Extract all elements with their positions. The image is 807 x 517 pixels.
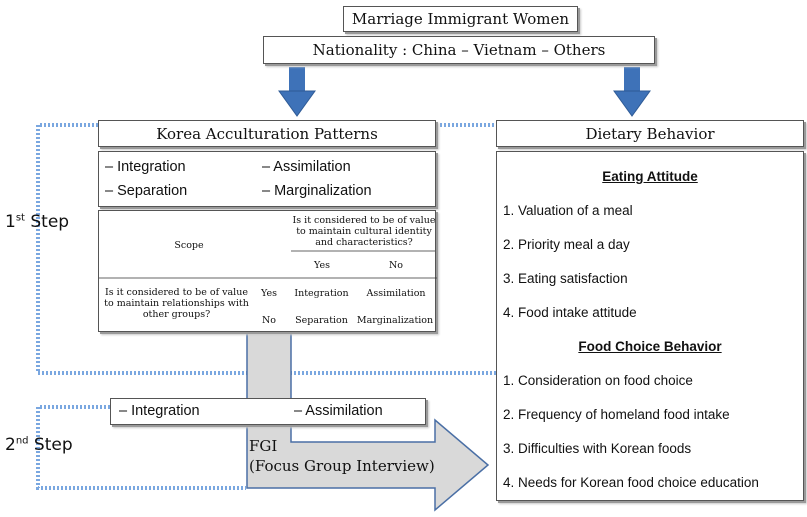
cell-marginalization: Marginalization xyxy=(356,315,434,326)
first-step-number: 1 xyxy=(5,212,16,232)
fgi-arrow xyxy=(246,332,490,512)
question-cultural-identity: Is it considered to be of value to maint… xyxy=(292,215,436,248)
eating-item-1: 1. Valuation of a meal xyxy=(503,203,633,218)
dietary-title-box: Dietary Behavior xyxy=(496,120,804,147)
cell-assimilation: Assimilation xyxy=(366,288,426,299)
second-step-bracket xyxy=(36,405,246,490)
title-text: Marriage Immigrant Women xyxy=(351,10,570,28)
food-item-4: 4. Needs for Korean food choice educatio… xyxy=(503,475,759,490)
cell-separation: Separation xyxy=(295,315,348,326)
patterns-box: – Integration – Assimilation – Separatio… xyxy=(98,151,436,207)
fgi-full-label: (Focus Group Interview) xyxy=(249,457,435,475)
eating-item-3: 3. Eating satisfaction xyxy=(503,271,628,286)
cell-integration: Integration xyxy=(294,288,349,299)
acculturation-title: Korea Acculturation Patterns xyxy=(156,124,378,143)
second-step-number: 2 xyxy=(5,435,16,455)
second-step-label: 2nd Step xyxy=(5,435,73,455)
first-step-word: Step xyxy=(30,212,70,232)
title-box: Marriage Immigrant Women xyxy=(343,6,578,32)
second-integration: – Integration xyxy=(119,403,200,419)
second-step-box: – Integration – Assimilation xyxy=(110,398,426,425)
eating-item-2: 2. Priority meal a day xyxy=(503,237,630,252)
food-item-2: 2. Frequency of homeland food intake xyxy=(503,407,730,422)
eating-attitude-heading: Eating Attitude xyxy=(602,169,698,184)
food-choice-heading: Food Choice Behavior xyxy=(578,339,722,354)
dietary-content-box: Eating Attitude 1. Valuation of a meal 2… xyxy=(496,151,804,501)
row-yes: Yes xyxy=(261,288,277,299)
pattern-assimilation: – Assimilation xyxy=(262,159,351,175)
col-yes: Yes xyxy=(314,260,330,271)
col-no: No xyxy=(388,260,404,271)
pattern-marginalization: – Marginalization xyxy=(262,183,372,199)
down-arrow-right xyxy=(613,67,651,117)
down-arrow-left xyxy=(278,67,316,117)
fgi-label: FGI xyxy=(249,437,278,455)
first-step-suffix: st xyxy=(15,212,25,224)
nationality-box: Nationality : China – Vietnam – Others xyxy=(263,36,655,64)
scope-table: Scope Is it considered to be of value to… xyxy=(98,210,437,332)
acculturation-title-box: Korea Acculturation Patterns xyxy=(98,120,436,147)
pattern-separation: – Separation xyxy=(105,183,188,199)
second-step-word: Step xyxy=(33,435,73,455)
row-no: No xyxy=(261,315,277,326)
food-item-1: 1. Consideration on food choice xyxy=(503,373,693,388)
nationality-text: Nationality : China – Vietnam – Others xyxy=(312,41,606,59)
second-assimilation: – Assimilation xyxy=(294,403,383,419)
first-step-label: 1st Step xyxy=(5,212,69,232)
eating-item-4: 4. Food intake attitude xyxy=(503,305,637,320)
scope-label: Scope xyxy=(174,240,204,251)
second-step-suffix: nd xyxy=(15,435,29,447)
dietary-title: Dietary Behavior xyxy=(585,124,715,143)
table-lines xyxy=(99,250,437,279)
pattern-integration: – Integration xyxy=(105,159,186,175)
food-item-3: 3. Difficulties with Korean foods xyxy=(503,441,692,456)
question-relationships: Is it considered to be of value to maint… xyxy=(104,287,249,320)
